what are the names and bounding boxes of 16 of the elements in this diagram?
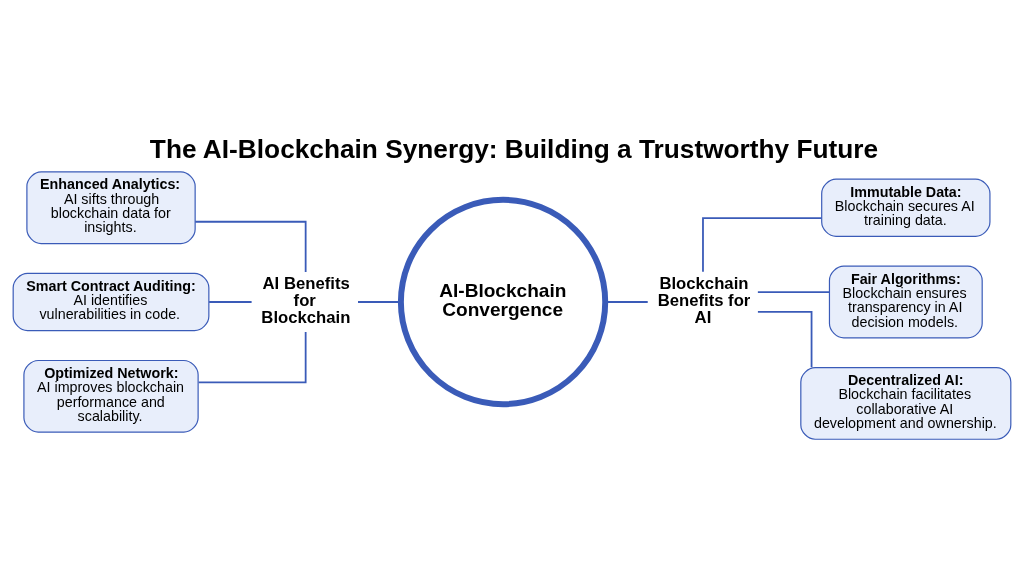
node-box: Decentralized AI: Blockchain facilitates collaborative AI development and ownership. xyxy=(800,366,1012,440)
node-box: Immutable Data: Blockchain secures AI training data. xyxy=(821,178,991,237)
node-box: Smart Contract Auditing: AI identifies vulnerabilities in code. xyxy=(12,272,210,331)
diagram-title: The AI-Blockchain Synergy: Building a Trustworthy Future xyxy=(149,133,879,164)
node-box: Fair Algorithms: Blockchain ensures transparency in AI decision models. xyxy=(828,265,983,338)
node-text: Blockchain Benefits for AI xyxy=(657,273,751,327)
connector xyxy=(757,310,813,368)
connector xyxy=(208,300,253,303)
connector xyxy=(702,216,823,273)
connector xyxy=(194,220,307,273)
node-box: Enhanced Analytics: AI sifts through blockchain data for insights. xyxy=(26,170,196,244)
connector xyxy=(197,330,307,383)
node-box: Optimized Network: AI improves blockchain performance and scalability. xyxy=(23,359,199,433)
connector xyxy=(756,290,831,293)
node-text: AI Benefits for Blockchain xyxy=(261,273,351,327)
node-circle: AI-Blockchain Convergence xyxy=(397,196,609,407)
